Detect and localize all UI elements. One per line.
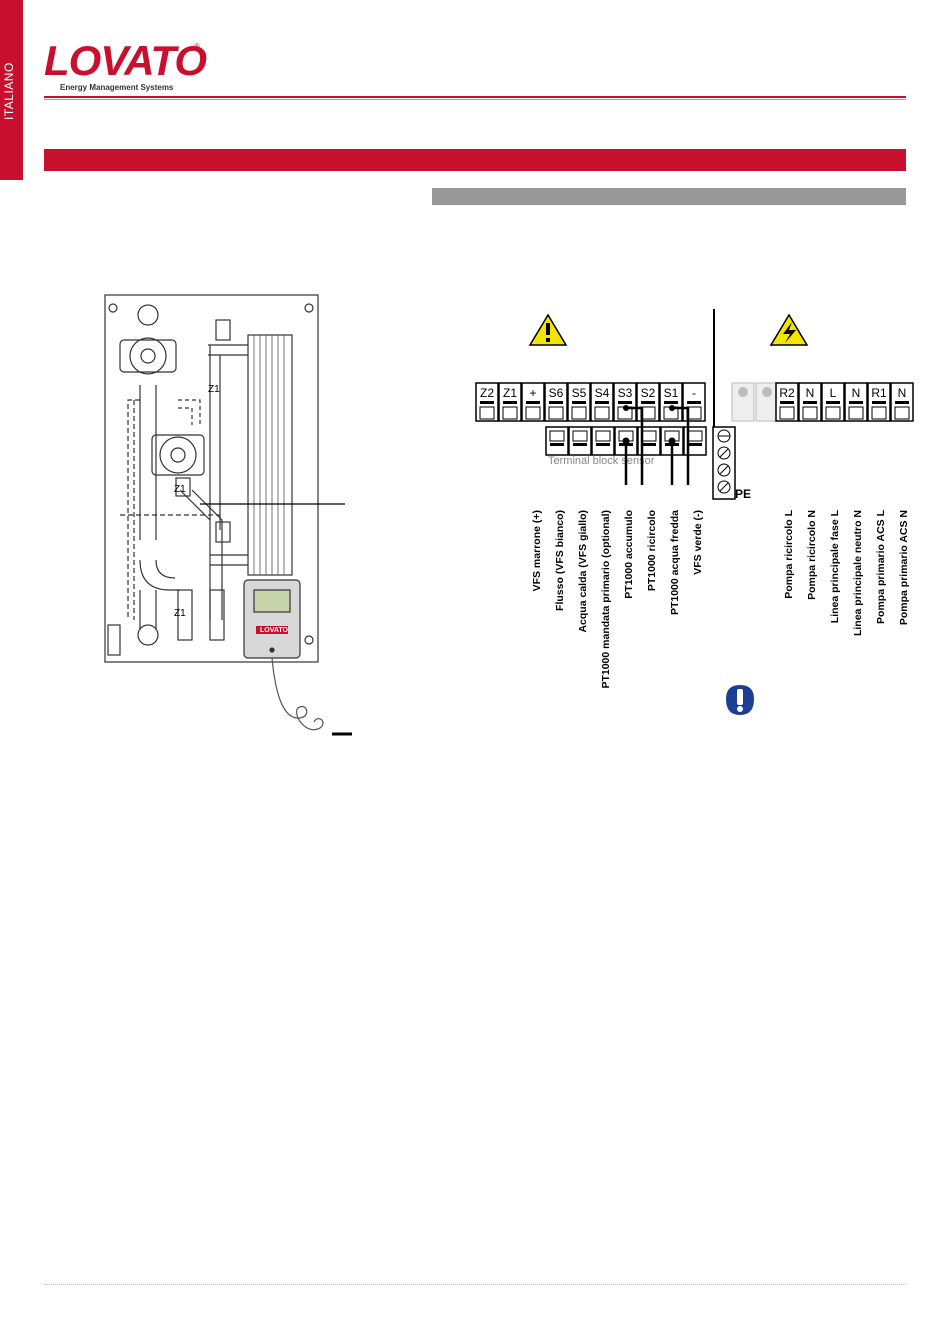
warning-triangle-icon: [528, 313, 568, 346]
zone-label: Z1: [174, 484, 186, 495]
terminal: -: [682, 382, 706, 422]
terminal-label: S6: [549, 386, 564, 400]
heat-exchanger: [247, 334, 293, 576]
terminal-label: Z1: [503, 386, 517, 400]
terminal-label: S5: [572, 386, 587, 400]
wire-label: Linea principale fase L: [829, 509, 841, 623]
wire-label: PT1000 mandata primario (optional): [600, 510, 612, 689]
terminal-label: +: [529, 386, 536, 400]
terminal: S4: [590, 382, 614, 422]
disabled-terminals: [731, 382, 779, 422]
section-title-bar: [44, 149, 906, 171]
terminal: N: [844, 382, 868, 422]
sensor-wire-labels: VFS marrone (+) Flusso (VFS bianco) Acqua …: [531, 510, 704, 689]
logo-registered-mark: ®: [194, 42, 200, 51]
sensor-wires: [624, 406, 690, 485]
wire-label: Acqua calda (VFS giallo): [577, 510, 589, 633]
terminal-label: N: [852, 386, 861, 400]
terminal: N: [798, 382, 822, 422]
sensor-terminal: [568, 426, 592, 456]
terminal-label: L: [830, 386, 837, 400]
station-frame: [104, 294, 319, 663]
footer-divider: [44, 1284, 906, 1285]
terminal: Z2: [475, 382, 499, 422]
language-label: ITALIANO: [2, 62, 16, 120]
terminal: S3: [613, 382, 637, 422]
logo-brand: LOVATO: [44, 37, 207, 84]
terminal-label: N: [806, 386, 815, 400]
wire-label: VFS verde (-): [692, 510, 704, 575]
header-divider-thin: [44, 99, 906, 100]
sensor-terminal: [545, 426, 569, 456]
low-voltage-terminal-row: Z2 Z1 + S6 S5 S4 S3 S2 S1-: [475, 382, 706, 422]
terminal-label: S1: [664, 386, 679, 400]
lovato-logo: LOVATO ® Energy Management Systems: [44, 38, 234, 94]
sensor-terminal-block: [545, 426, 707, 456]
terminal-label: S2: [641, 386, 656, 400]
wire-label: VFS marrone (+): [531, 510, 543, 591]
terminal: N: [890, 382, 914, 422]
zone-label: Z1: [208, 384, 220, 395]
terminal-label: S4: [595, 386, 610, 400]
power-wire-labels: Pompa ricircolo L Pompa ricircolo N Linea …: [783, 509, 910, 636]
high-voltage-terminal-row: R2 N L N R1 N: [775, 382, 914, 422]
terminal-label: N: [898, 386, 907, 400]
wire-label: Pompa ricircolo N: [806, 510, 818, 600]
valve-icon: [137, 304, 159, 326]
terminal: +: [521, 382, 545, 422]
wire-label: Pompa primario ACS L: [875, 509, 887, 624]
wire-label: Flusso (VFS bianco): [554, 510, 566, 611]
terminal: R1: [867, 382, 891, 422]
sensor-terminal: [637, 426, 661, 456]
terminal-label: Z2: [480, 386, 494, 400]
terminal: S5: [567, 382, 591, 422]
subsection-title-bar: [432, 188, 906, 205]
wire-label: PT1000 accumulo: [623, 510, 635, 599]
pe-terminal-block: [712, 426, 736, 500]
wire-label: PT1000 acqua fredda: [669, 510, 681, 615]
terminal: S6: [544, 382, 568, 422]
valve-icon: [137, 624, 159, 646]
terminal: S1: [659, 382, 683, 422]
sensor-terminal: [591, 426, 615, 456]
controller-brand: LOVATO: [260, 627, 289, 634]
primary-pump-icon: [129, 337, 167, 375]
terminal: L: [821, 382, 845, 422]
recirculation-pump-icon: [159, 436, 197, 474]
wire-label: PT1000 ricircolo: [646, 510, 658, 591]
terminal: Z1: [498, 382, 522, 422]
language-tab: ITALIANO: [0, 0, 23, 180]
terminal-block-label: Terminal block sensor: [548, 455, 655, 467]
attention-icon: [726, 685, 754, 715]
header-divider: [44, 96, 906, 98]
pe-label: PE: [735, 487, 751, 501]
wire-label: Pompa ricircolo L: [783, 509, 795, 598]
terminal: S2: [636, 382, 660, 422]
sensor-terminal: [683, 426, 707, 456]
terminal: R2: [775, 382, 799, 422]
wire-label: Pompa primario ACS N: [898, 510, 910, 625]
terminal-label: S3: [618, 386, 633, 400]
terminal-label: R2: [779, 386, 795, 400]
terminal-label: R1: [871, 386, 887, 400]
high-voltage-icon: [769, 313, 809, 346]
wire-label: Linea principale neutro N: [852, 510, 864, 636]
terminal-label: -: [692, 386, 696, 400]
hydraulic-station-diagram: Z1 Z1 Z1 LOVATO: [104, 294, 352, 736]
zone-label: Z1: [174, 608, 186, 619]
logo-tagline: Energy Management Systems: [60, 83, 174, 92]
wiring-diagram: Z2 Z1 + S6 S5 S4 S3 S2 S1- R2 N L N R1 N Terminal blo…: [475, 309, 914, 715]
